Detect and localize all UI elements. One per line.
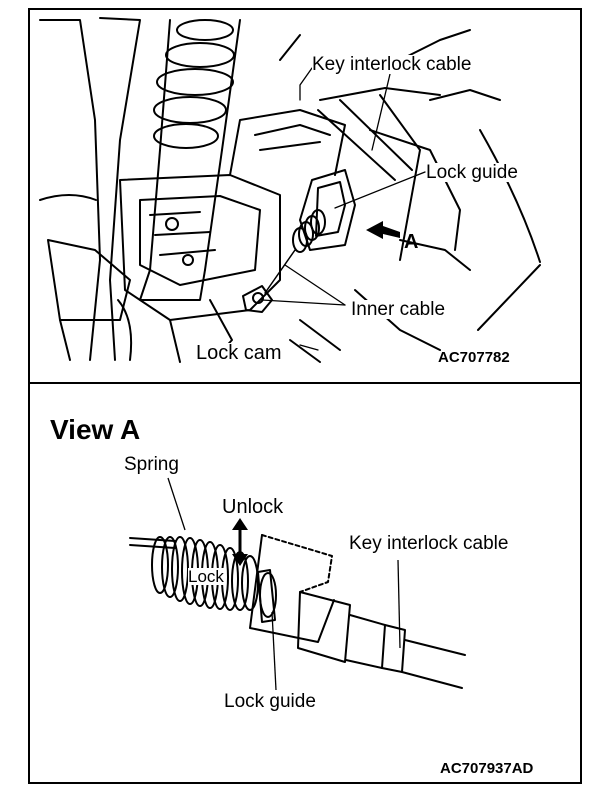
steering-column-boot	[139, 19, 241, 301]
cable-boot	[292, 209, 326, 253]
label-key-interlock-cable-view-a: Key interlock cable	[349, 533, 509, 554]
label-key-interlock-cable: Key interlock cable	[312, 54, 472, 75]
label-arrow-a: A	[404, 231, 419, 253]
unlock-lock-arrow-icon	[232, 518, 248, 566]
label-unlock: Unlock	[222, 496, 284, 518]
figure-code-bottom: AC707937AD	[440, 760, 534, 777]
figure-code-top: AC707782	[438, 349, 510, 366]
label-lock: Lock	[188, 567, 224, 586]
view-a-title: View A	[50, 414, 141, 445]
label-inner-cable: Inner cable	[351, 299, 446, 320]
label-spring: Spring	[124, 454, 179, 475]
view-arrow-icon	[366, 221, 400, 239]
label-lock-guide: Lock guide	[426, 162, 518, 183]
figure-divider	[28, 382, 582, 384]
label-lock-guide-view-a: Lock guide	[224, 691, 316, 712]
label-lock-cam: Lock cam	[196, 342, 282, 364]
